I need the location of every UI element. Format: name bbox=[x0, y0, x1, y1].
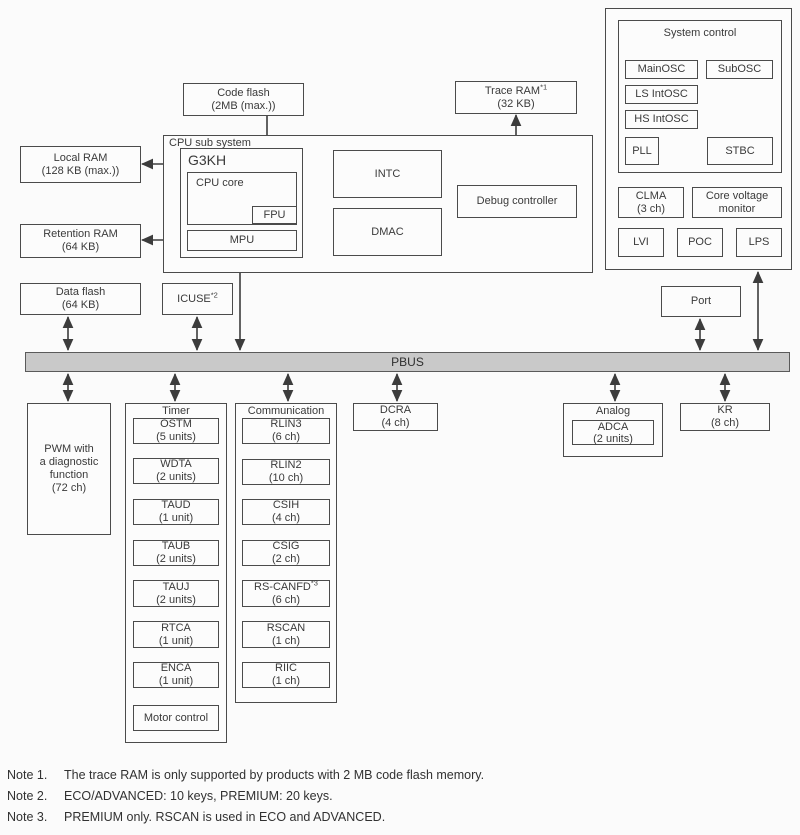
intc-block: INTC bbox=[333, 150, 442, 198]
g3kh-label: G3KH bbox=[188, 152, 227, 168]
timer-container: Timer bbox=[125, 403, 227, 743]
note-row: Note 1.The trace RAM is only supported b… bbox=[7, 768, 485, 782]
trace-ram-block: Trace RAM*1 (32 KB) bbox=[455, 81, 577, 114]
dmac-block: DMAC bbox=[333, 208, 442, 256]
poc-block: POC bbox=[677, 228, 723, 257]
icuse-note-ref: *2 bbox=[210, 289, 218, 299]
local-ram-block: Local RAM (128 KB (max.)) bbox=[20, 146, 141, 183]
pwm-block: PWM with a diagnostic function (72 ch) bbox=[27, 403, 111, 535]
intc-label: INTC bbox=[374, 167, 401, 180]
icuse-label: ICUSE*2 bbox=[177, 289, 218, 305]
core-voltage-monitor-label: Core voltage monitor bbox=[705, 189, 769, 215]
retention-ram-block: Retention RAM (64 KB) bbox=[20, 224, 141, 258]
ostm-block: OSTM(5 units) bbox=[133, 418, 219, 444]
lvi-label: LVI bbox=[633, 236, 649, 248]
kr-block: KR(8 ch) bbox=[680, 403, 770, 431]
csig-block: CSIG(2 ch) bbox=[242, 540, 330, 566]
trace-ram-label: Trace RAM*1 bbox=[484, 81, 548, 97]
data-flash-block: Data flash (64 KB) bbox=[20, 283, 141, 315]
rlin2-block: RLIN2(10 ch) bbox=[242, 459, 330, 485]
hs-intosc-block: HS IntOSC bbox=[625, 110, 698, 129]
lps-block: LPS bbox=[736, 228, 782, 257]
mainosc-label: MainOSC bbox=[637, 63, 686, 75]
stbc-label: STBC bbox=[725, 144, 755, 157]
taud-block: TAUD(1 unit) bbox=[133, 499, 219, 525]
note-row: Note 3.PREMIUM only. RSCAN is used in EC… bbox=[7, 810, 386, 824]
data-flash-label: Data flash bbox=[55, 286, 106, 298]
fpu-block: FPU bbox=[252, 206, 297, 224]
stbc-block: STBC bbox=[707, 137, 773, 165]
riic-block: RIIC(1 ch) bbox=[242, 662, 330, 688]
trace-ram-note-ref: *1 bbox=[540, 81, 548, 91]
rs-canfd-block: RS-CANFD*3 (6 ch) bbox=[242, 577, 330, 607]
communication-title: Communication bbox=[247, 405, 325, 417]
hs-intosc-label: HS IntOSC bbox=[634, 113, 689, 125]
tauj-block: TAUJ(2 units) bbox=[133, 580, 219, 607]
icuse-block: ICUSE*2 bbox=[162, 283, 233, 315]
rs-canfd-note-ref: *3 bbox=[310, 577, 318, 587]
dmac-label: DMAC bbox=[371, 225, 404, 238]
debug-controller-label: Debug controller bbox=[476, 195, 558, 207]
data-flash-size: (64 KB) bbox=[61, 299, 100, 311]
port-label: Port bbox=[690, 295, 712, 307]
mpu-block: MPU bbox=[187, 230, 297, 251]
taub-block: TAUB(2 units) bbox=[133, 540, 219, 566]
wdta-block: WDTA(2 units) bbox=[133, 458, 219, 484]
pll-label: PLL bbox=[632, 144, 652, 157]
code-flash-label: Code flash bbox=[217, 86, 270, 99]
ls-intosc-block: LS IntOSC bbox=[625, 85, 698, 104]
pbus-label: PBUS bbox=[391, 355, 424, 369]
subosc-block: SubOSC bbox=[706, 60, 773, 79]
analog-title: Analog bbox=[595, 405, 631, 417]
pll-block: PLL bbox=[625, 137, 659, 165]
debug-controller-block: Debug controller bbox=[457, 185, 577, 218]
local-ram-label: Local RAM bbox=[53, 151, 108, 164]
trace-ram-size: (32 KB) bbox=[497, 97, 535, 110]
core-voltage-monitor-block: Core voltage monitor bbox=[692, 187, 782, 218]
clma-label: CLMA (3 ch) bbox=[635, 189, 667, 215]
pwm-label: PWM with a diagnostic function (72 ch) bbox=[39, 443, 99, 494]
enca-block: ENCA(1 unit) bbox=[133, 662, 219, 688]
rscan-block: RSCAN(1 ch) bbox=[242, 621, 330, 648]
clma-block: CLMA (3 ch) bbox=[618, 187, 684, 218]
notes-section: Note 1.The trace RAM is only supported b… bbox=[7, 768, 787, 830]
port-block: Port bbox=[661, 286, 741, 317]
lps-label: LPS bbox=[748, 236, 770, 248]
retention-ram-size: (64 KB) bbox=[61, 241, 100, 253]
cpu-core-label: CPU core bbox=[196, 177, 244, 189]
mainosc-block: MainOSC bbox=[625, 60, 698, 79]
dcra-block: DCRA(4 ch) bbox=[353, 403, 438, 431]
note-row: Note 2.ECO/ADVANCED: 10 keys, PREMIUM: 2… bbox=[7, 789, 333, 803]
csih-block: CSIH(4 ch) bbox=[242, 499, 330, 525]
mpu-label: MPU bbox=[229, 234, 255, 246]
code-flash-size: (2MB (max.)) bbox=[211, 99, 276, 112]
cpu-subsystem-label: CPU sub system bbox=[169, 137, 251, 149]
fpu-label: FPU bbox=[263, 208, 286, 221]
rlin3-block: RLIN3(6 ch) bbox=[242, 418, 330, 444]
poc-label: POC bbox=[688, 236, 712, 248]
system-control-title: System control bbox=[663, 27, 737, 39]
motor-control-block: Motor control bbox=[133, 705, 219, 731]
lvi-block: LVI bbox=[618, 228, 664, 257]
local-ram-size: (128 KB (max.)) bbox=[41, 164, 120, 177]
pbus-bar: PBUS bbox=[25, 352, 790, 372]
ls-intosc-label: LS IntOSC bbox=[635, 88, 688, 100]
subosc-label: SubOSC bbox=[717, 63, 762, 75]
rtca-block: RTCA(1 unit) bbox=[133, 621, 219, 648]
retention-ram-label: Retention RAM bbox=[43, 228, 118, 240]
code-flash-block: Code flash (2MB (max.)) bbox=[183, 83, 304, 116]
adca-block: ADCA(2 units) bbox=[572, 420, 654, 445]
timer-title: Timer bbox=[162, 405, 190, 417]
